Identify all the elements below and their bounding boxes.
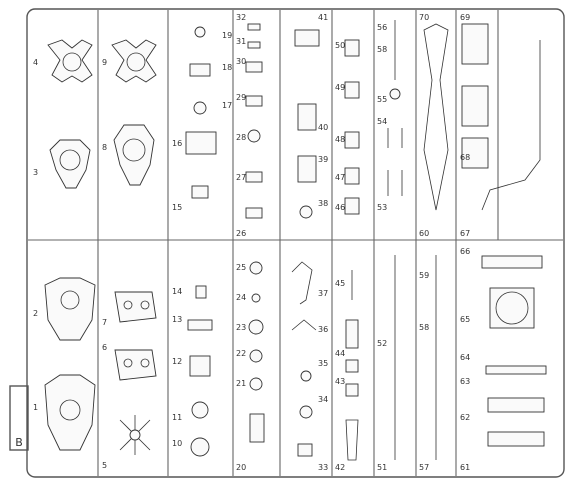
- axle-housing-lower-2: [44, 277, 96, 341]
- sprue-gate-tab: [9, 385, 29, 451]
- part-number-41: 41: [318, 13, 328, 22]
- part-number-18: 18: [222, 63, 232, 72]
- part-number-53: 53: [377, 203, 387, 212]
- part-number-22: 22: [236, 349, 246, 358]
- sprue-letter: B: [15, 436, 23, 449]
- part-number-51: 51: [377, 463, 387, 472]
- axle-housing-mid-3: [49, 139, 91, 189]
- part-number-42: 42: [335, 463, 345, 472]
- part-number-10: 10: [172, 439, 182, 448]
- part-number-31: 31: [236, 37, 246, 46]
- part-number-64: 64: [460, 353, 470, 362]
- part-number-2: 2: [33, 309, 38, 318]
- part-number-24: 24: [236, 293, 246, 302]
- part-number-60: 60: [419, 229, 429, 238]
- part-column-9: [461, 23, 489, 169]
- part-column-7: [387, 20, 403, 460]
- part-column-6: [344, 39, 360, 461]
- part-number-28: 28: [236, 133, 246, 142]
- part-number-34: 34: [318, 395, 328, 404]
- part-right-area: [481, 40, 547, 447]
- part-number-23: 23: [236, 323, 246, 332]
- part-number-27: 27: [236, 173, 246, 182]
- axle-housing-top-9: [111, 39, 157, 83]
- bracket-6: [114, 349, 157, 381]
- part-number-labels: 4 3 2 1 9 8 7 6 5 19 18 17 16 15 14 13 1…: [33, 13, 470, 472]
- part-number-17: 17: [222, 101, 232, 110]
- part-number-38: 38: [318, 199, 328, 208]
- part-number-47: 47: [335, 173, 345, 182]
- axle-housing-mid-8: [113, 124, 155, 186]
- axle-housing-lower-1: [44, 374, 96, 451]
- part-number-30: 30: [236, 57, 246, 66]
- part-number-11: 11: [172, 413, 182, 422]
- part-number-52: 52: [377, 339, 387, 348]
- part-number-5: 5: [102, 461, 107, 470]
- part-number-43: 43: [335, 377, 345, 386]
- part-number-48: 48: [335, 135, 345, 144]
- sprue-frame: [26, 8, 565, 478]
- bracket-7: [114, 291, 157, 323]
- part-number-45: 45: [335, 279, 345, 288]
- part-number-21: 21: [236, 379, 246, 388]
- part-number-4: 4: [33, 58, 38, 67]
- sprue-runners: [28, 10, 563, 476]
- part-number-68: 68: [460, 153, 470, 162]
- part-column-3: [185, 26, 217, 457]
- part-number-39: 39: [318, 155, 328, 164]
- part-number-6: 6: [102, 343, 107, 352]
- part-number-33: 33: [318, 463, 328, 472]
- part-number-25: 25: [236, 263, 246, 272]
- part-number-16: 16: [172, 139, 182, 148]
- part-number-59: 59: [419, 271, 429, 280]
- part-number-58: 58: [377, 45, 387, 54]
- part-number-9: 9: [102, 58, 107, 67]
- part-number-37: 37: [318, 289, 328, 298]
- part-number-19: 19: [222, 31, 232, 40]
- spider-5: [119, 415, 151, 455]
- part-number-1: 1: [33, 403, 38, 412]
- part-column-4: [245, 23, 265, 443]
- part-number-49: 49: [335, 83, 345, 92]
- part-number-61: 61: [460, 463, 470, 472]
- part-number-62: 62: [460, 413, 470, 422]
- part-number-54: 54: [377, 117, 387, 126]
- part-number-14: 14: [172, 287, 182, 296]
- part-number-70: 70: [419, 13, 429, 22]
- part-number-65: 65: [460, 315, 470, 324]
- part-number-8: 8: [102, 143, 107, 152]
- part-number-12: 12: [172, 357, 182, 366]
- axle-housing-top-4: [47, 39, 93, 83]
- part-number-36: 36: [318, 325, 328, 334]
- part-number-29: 29: [236, 93, 246, 102]
- part-column-5: [291, 29, 320, 457]
- part-number-66: 66: [460, 247, 470, 256]
- part-number-40: 40: [318, 123, 328, 132]
- part-number-35: 35: [318, 359, 328, 368]
- part-number-67: 67: [460, 229, 470, 238]
- part-number-7: 7: [102, 318, 107, 327]
- part-number-57: 57: [419, 463, 429, 472]
- part-number-69: 69: [460, 13, 470, 22]
- part-number-3: 3: [33, 168, 38, 177]
- part-number-44: 44: [335, 349, 345, 358]
- part-number-13: 13: [172, 315, 182, 324]
- part-number-56: 56: [377, 23, 387, 32]
- part-number-32: 32: [236, 13, 246, 22]
- part-number-58b: 58: [419, 323, 429, 332]
- part-number-50: 50: [335, 41, 345, 50]
- part-number-15: 15: [172, 203, 182, 212]
- part-number-46: 46: [335, 203, 345, 212]
- part-column-8: [423, 23, 449, 460]
- part-number-55: 55: [377, 95, 387, 104]
- part-number-20: 20: [236, 463, 246, 472]
- part-number-26: 26: [236, 229, 246, 238]
- part-number-63: 63: [460, 377, 470, 386]
